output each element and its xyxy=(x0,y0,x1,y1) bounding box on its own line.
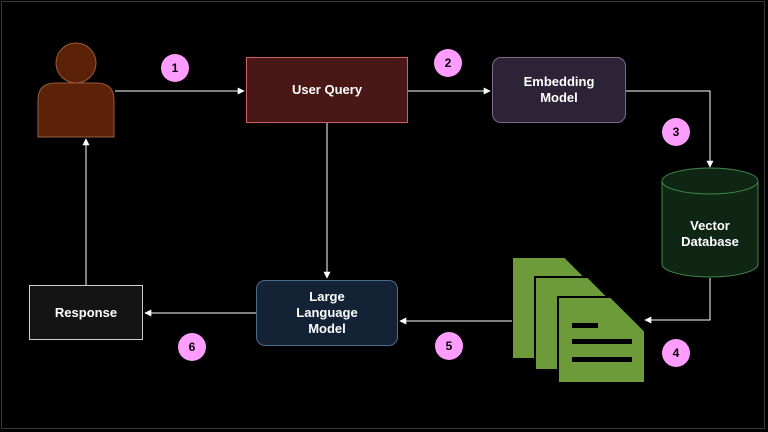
step-badge-5: 5 xyxy=(435,332,463,360)
user-icon xyxy=(37,42,115,138)
embedding-model-box: Embedding Model xyxy=(492,57,626,123)
document-stack-icon xyxy=(511,256,646,384)
user-query-box: User Query xyxy=(246,57,408,123)
step-badge-6: 6 xyxy=(178,333,206,361)
step-badge-3: 3 xyxy=(662,118,690,146)
connector-embedding-to-database xyxy=(626,90,714,168)
step-badge-2: 2 xyxy=(434,49,462,77)
large-language-model-box: Large Language Model xyxy=(256,280,398,346)
database-cylinder-icon xyxy=(661,167,759,278)
response-box: Response xyxy=(29,285,143,340)
connector-database-to-documents xyxy=(644,278,711,324)
step-badge-1: 1 xyxy=(161,54,189,82)
step-badge-4: 4 xyxy=(662,339,690,367)
vector-database-label: Vector Database xyxy=(681,218,739,249)
connectors xyxy=(82,87,714,325)
